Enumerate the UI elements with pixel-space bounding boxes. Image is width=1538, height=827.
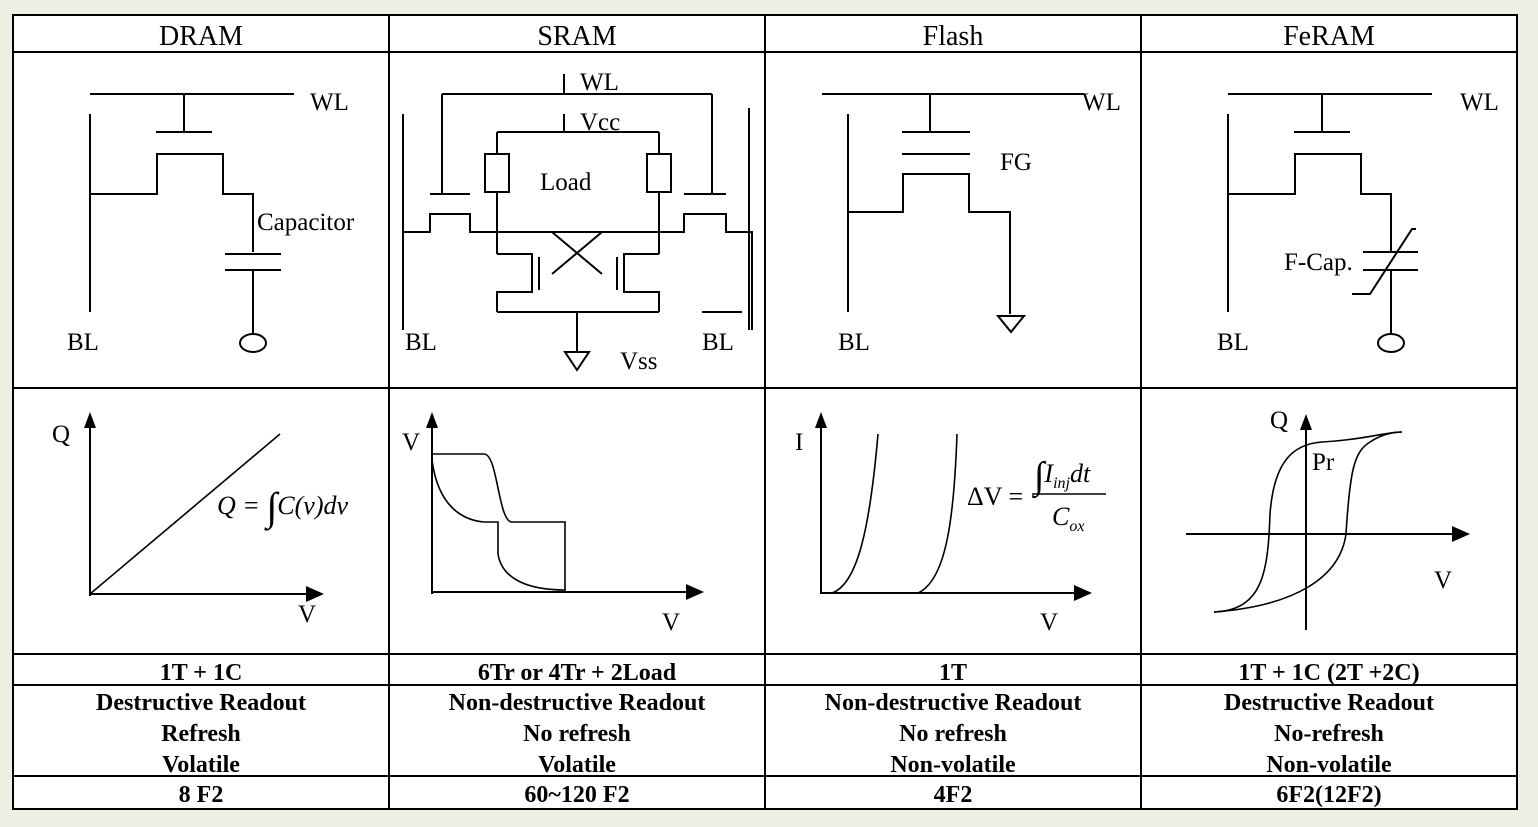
dram-wl-label: WL bbox=[310, 89, 349, 116]
dram-graph bbox=[84, 412, 324, 602]
sram-graph bbox=[426, 412, 704, 600]
feram-graph-y-label: Q bbox=[1270, 407, 1289, 434]
sram-graph-y-label: V bbox=[402, 429, 421, 456]
flash-graph bbox=[815, 412, 1106, 601]
header-sram: SRAM bbox=[537, 21, 617, 52]
flash-cell-size: 4F2 bbox=[933, 782, 973, 808]
flash-eq-lhs: ΔV = bbox=[967, 482, 1024, 511]
sram-properties: Non-destructive Readout No refresh Volat… bbox=[389, 688, 765, 781]
feram-structure: 1T + 1C (2T +2C) bbox=[1238, 660, 1420, 686]
flash-fg-label: FG bbox=[1000, 149, 1032, 176]
sram-circuit bbox=[402, 74, 753, 372]
dram-volatility: Volatile bbox=[162, 752, 240, 778]
flash-graph-x-label: V bbox=[1040, 609, 1059, 636]
header-flash: Flash bbox=[922, 21, 984, 52]
flash-structure: 1T bbox=[938, 660, 967, 686]
flash-readout: Non-destructive Readout bbox=[824, 690, 1082, 716]
feram-cell-size: 6F2(12F2) bbox=[1276, 782, 1382, 808]
dram-equation: Q = ∫C(v)dv bbox=[217, 483, 348, 530]
sram-volatility: Volatile bbox=[538, 752, 616, 778]
feram-pr-label: Pr bbox=[1312, 449, 1335, 476]
flash-refresh: No refresh bbox=[899, 721, 1007, 747]
table-grid bbox=[12, 14, 1518, 810]
flash-eq-den-c: C bbox=[1052, 502, 1070, 531]
flash-graph-y-label: I bbox=[795, 429, 804, 456]
flash-bl-label: BL bbox=[838, 329, 870, 356]
dram-graph-y-label: Q bbox=[52, 421, 71, 448]
dram-capacitor-label: Capacitor bbox=[257, 209, 355, 236]
sram-graph-x-label: V bbox=[662, 609, 681, 636]
sram-bl-right-label: BL bbox=[702, 329, 734, 356]
sram-vcc-label: Vcc bbox=[580, 109, 621, 136]
dram-readout: Destructive Readout bbox=[96, 690, 306, 716]
flash-properties: Non-destructive Readout No refresh Non-v… bbox=[765, 688, 1141, 781]
sram-structure: 6Tr or 4Tr + 2Load bbox=[477, 660, 677, 686]
dram-structure: 1T + 1C bbox=[159, 660, 243, 686]
sram-cell-size: 60~120 F2 bbox=[524, 782, 630, 808]
dram-eq-rhs: C(v)dv bbox=[277, 491, 349, 520]
feram-fcap-label: F-Cap. bbox=[1284, 249, 1353, 276]
header-feram: FeRAM bbox=[1283, 21, 1375, 52]
dram-bl-label: BL bbox=[67, 329, 99, 356]
sram-bl-left-label: BL bbox=[405, 329, 437, 356]
feram-circuit bbox=[1227, 93, 1432, 353]
dram-circuit bbox=[89, 93, 294, 353]
dram-cell-size: 8 F2 bbox=[178, 782, 224, 808]
flash-eq-den-sub: ox bbox=[1069, 518, 1085, 536]
flash-circuit bbox=[822, 93, 1084, 334]
feram-refresh: No-refresh bbox=[1274, 721, 1384, 747]
dram-graph-x-label: V bbox=[298, 601, 317, 628]
feram-properties: Destructive Readout No-refresh Non-volat… bbox=[1141, 688, 1517, 781]
flash-eq-num-sub: inj bbox=[1053, 475, 1070, 493]
sram-readout: Non-destructive Readout bbox=[448, 690, 706, 716]
sram-refresh: No refresh bbox=[523, 721, 631, 747]
feram-readout: Destructive Readout bbox=[1224, 690, 1434, 716]
diagram-lines bbox=[12, 14, 1518, 810]
integral-sign-icon: ∫ bbox=[266, 484, 278, 529]
feram-wl-label: WL bbox=[1460, 89, 1499, 116]
feram-graph bbox=[1186, 414, 1470, 630]
dram-refresh: Refresh bbox=[161, 721, 241, 747]
flash-eq-numerator: ∫Iinjdt bbox=[1034, 454, 1090, 498]
feram-volatility: Non-volatile bbox=[1266, 752, 1392, 778]
sram-wl-label: WL bbox=[580, 69, 619, 96]
memory-comparison-table: DRAM SRAM Flash FeRAM WL Capacitor BL WL… bbox=[12, 14, 1518, 810]
feram-bl-label: BL bbox=[1217, 329, 1249, 356]
feram-graph-x-label: V bbox=[1434, 567, 1453, 594]
flash-wl-label: WL bbox=[1082, 89, 1121, 116]
flash-eq-num-i: I bbox=[1044, 459, 1054, 488]
header-dram: DRAM bbox=[158, 21, 243, 52]
dram-eq-lhs: Q = bbox=[217, 491, 260, 520]
integral-sign-icon: ∫ bbox=[1034, 455, 1045, 497]
flash-volatility: Non-volatile bbox=[890, 752, 1016, 778]
flash-eq-denominator: Cox bbox=[1052, 502, 1084, 536]
dram-properties: Destructive Readout Refresh Volatile bbox=[13, 688, 389, 781]
sram-load-label: Load bbox=[540, 169, 592, 196]
sram-vss-label: Vss bbox=[620, 348, 658, 375]
flash-eq-num-tail: dt bbox=[1069, 459, 1091, 488]
